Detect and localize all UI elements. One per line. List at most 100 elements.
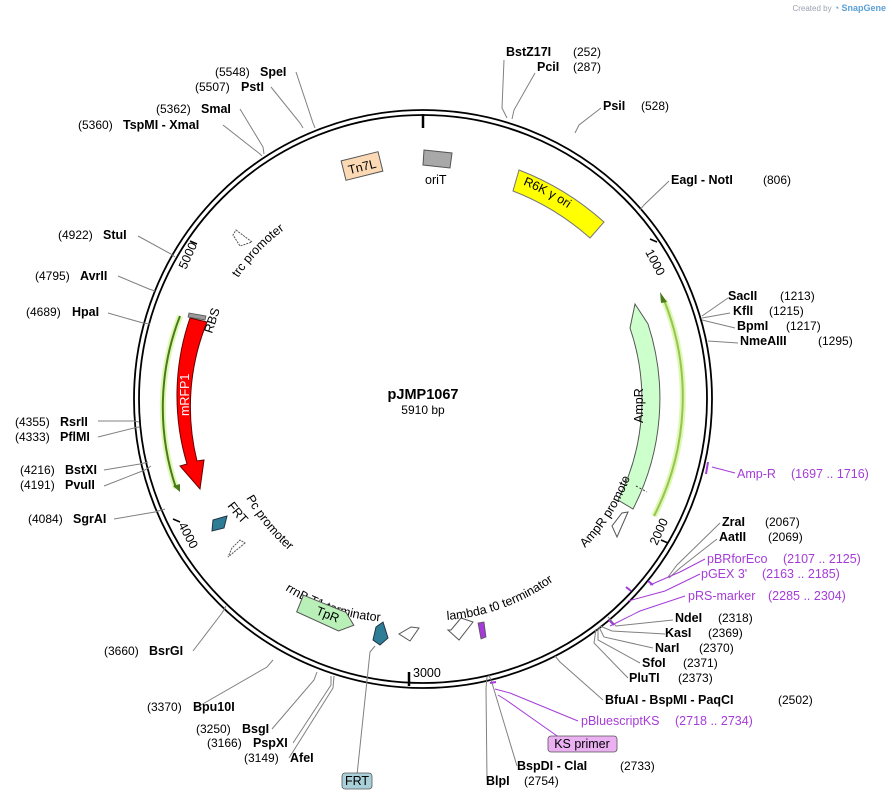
- site-bpmi-name: BpmI: [737, 319, 768, 333]
- feature-mrfp1-shape: [176, 317, 208, 491]
- leader-pbrforeco: [649, 558, 706, 586]
- site-psii-pos: (528): [641, 99, 669, 113]
- tick-4000-line: [172, 518, 181, 523]
- primer-leaders: [489, 461, 736, 739]
- primer-prs-marker-pos: (2285 .. 2304): [768, 589, 846, 603]
- tick-5000-line: [189, 240, 198, 245]
- site-hpai-name: HpaI: [72, 305, 99, 319]
- site-kfli-pos: (1215): [769, 304, 804, 318]
- snapgene-credit: Created by ◔ SnapGene: [792, 3, 886, 13]
- site-bsgi-pos: (3250): [196, 722, 231, 736]
- site-pspxi-pos: (3166): [207, 736, 242, 750]
- site-kfli-name: KflI: [733, 304, 753, 318]
- site-nari-name: NarI: [655, 641, 679, 655]
- feature-lambda-t0-label: lambda t0 terminator: [446, 572, 555, 623]
- site-zrai-pos: (2067): [765, 515, 800, 529]
- tick-2000-line: [660, 539, 669, 544]
- leader-rsrii: [98, 420, 140, 423]
- feature-trc-promoter-text: trc promoter: [229, 221, 286, 280]
- site-blpi-name: BlpI: [486, 774, 510, 788]
- site-bstz17i-pos: (252): [573, 45, 601, 59]
- leader-ndei: [607, 616, 674, 627]
- feature-ampr-promoter-shape: [611, 511, 629, 539]
- site-smai-name: SmaI: [201, 102, 231, 116]
- feature-trc-promoter-label: trc promoter: [229, 221, 286, 280]
- feature-tpr-shape: [296, 594, 355, 632]
- leader-pspxi: [292, 676, 332, 744]
- site-avrii-name: AvrII: [80, 269, 107, 283]
- feature-rrnb-shape: [398, 626, 420, 642]
- site-labels: BstZ17I (252) PciI (287) PsiI (528) EagI…: [15, 45, 853, 788]
- leader-bpu10i: [193, 659, 274, 710]
- leader-hpai: [107, 312, 151, 325]
- site-blpi-pos: (2754): [524, 774, 559, 788]
- leader-bstxi: [103, 461, 149, 471]
- primer-pgex3-pos: (2163 .. 2185): [762, 567, 840, 581]
- site-bstxi-name: BstXI: [65, 463, 97, 477]
- site-bsgi-name: BsgI: [242, 722, 269, 736]
- feature-tn7l-label: Tn7L: [347, 157, 378, 177]
- tick-label-1000: 1000: [642, 247, 667, 278]
- feature-frt-lower-shape: [372, 621, 389, 646]
- leader-psii: [574, 107, 602, 134]
- ampr-orf-arrowhead: [660, 292, 667, 303]
- site-pvuii-name: PvuII: [65, 478, 95, 492]
- feature-pc-promoter-label: Pc promoter: [243, 492, 296, 552]
- site-hpai-pos: (4689): [26, 305, 61, 319]
- site-eagi-pos: (806): [763, 173, 791, 187]
- site-eagi-name: EagI - NotI: [671, 173, 733, 187]
- credit-prefix: Created by: [792, 4, 832, 13]
- leader-zrai: [667, 522, 721, 578]
- site-tspmi-name: TspMI - XmaI: [123, 118, 199, 132]
- site-bfuai-pos: (2502): [778, 693, 813, 707]
- mark-pgex3: [625, 586, 632, 592]
- site-bsrgi-pos: (3660): [104, 644, 139, 658]
- site-afei-pos: (3149): [244, 751, 279, 765]
- leader-smai: [239, 108, 265, 155]
- mrfp1-orf-arrowhead: [173, 484, 180, 492]
- site-rsrii-pos: (4355): [15, 415, 50, 429]
- site-bspdi-pos: (2733): [620, 759, 655, 773]
- site-sgrai-name: SgrAI: [73, 512, 106, 526]
- leader-prs-marker: [609, 595, 686, 627]
- tick-label-3000: 3000: [413, 666, 441, 680]
- leader-pflmi: [97, 426, 140, 438]
- leader-spei: [295, 71, 316, 129]
- leader-bstz17i: [501, 59, 508, 119]
- leader-avrii: [117, 275, 156, 292]
- credit-brand: SnapGene: [841, 3, 886, 13]
- feature-ampr-label: AmpR: [632, 388, 646, 423]
- primer-ks-badge: [547, 735, 618, 753]
- site-bpu10i-pos: (3370): [147, 700, 182, 714]
- primer-amp-r-pos: (1697 .. 1716): [791, 467, 869, 481]
- feature-oriT-label: oriT: [425, 173, 447, 187]
- leader-tspmi: [222, 124, 263, 157]
- mark-pbrforeco: [647, 580, 654, 586]
- site-bsrgi-name: BsrGI: [149, 644, 183, 658]
- site-sacii-pos: (1213): [780, 289, 815, 303]
- leader-amp-r: [711, 466, 736, 474]
- site-kasi-pos: (2369): [708, 626, 743, 640]
- site-zrai-name: ZraI: [722, 515, 745, 529]
- feature-lambda-t0-shape: [446, 617, 474, 641]
- site-nmeaiii-pos: (1295): [818, 334, 853, 348]
- leader-bsrgi: [192, 605, 227, 652]
- leader-nari: [598, 626, 654, 649]
- site-stui-name: StuI: [103, 228, 127, 242]
- leader-frt-bottom: [356, 645, 376, 776]
- ampr-orf-glow: [651, 298, 686, 518]
- site-psti-name: PstI: [241, 80, 264, 94]
- feature-lambda-t0-text: lambda t0 terminator: [446, 572, 555, 623]
- site-nmeaiii-name: NmeAIII: [740, 334, 787, 348]
- site-kasi-name: KasI: [665, 626, 691, 640]
- site-smai-pos: (5362): [156, 102, 191, 116]
- leader-kasi: [599, 625, 666, 635]
- site-ndei-pos: (2318): [718, 611, 753, 625]
- site-bspdi-name: BspDI - ClaI: [517, 759, 587, 773]
- leader-pgex3: [627, 573, 701, 602]
- feature-pc-promoter-shape: [227, 539, 246, 558]
- site-psii-name: PsiI: [603, 99, 625, 113]
- leader-pvuii: [103, 465, 152, 487]
- feature-lambda-t0-term: [477, 621, 487, 640]
